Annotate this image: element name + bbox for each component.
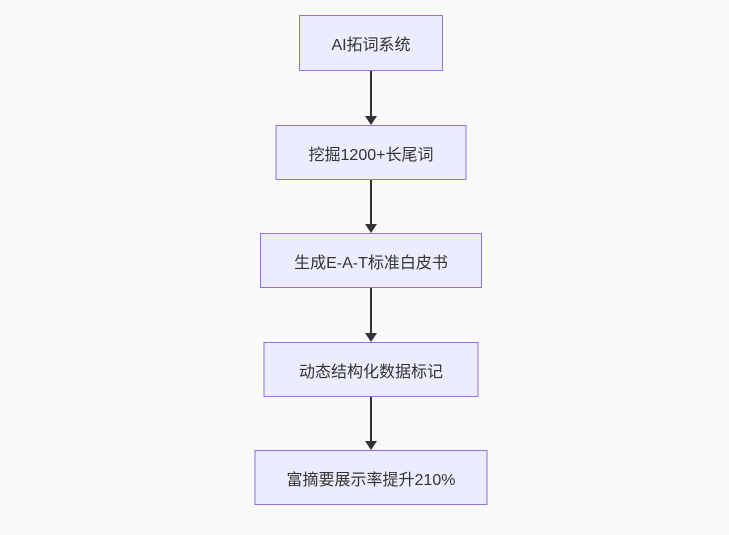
- flow-node-label: 挖掘1200+长尾词: [308, 146, 434, 164]
- flow-node-label: 生成E-A-T标准白皮书: [294, 254, 448, 272]
- flow-node-longtail-mining: 挖掘1200+长尾词: [275, 125, 467, 180]
- flow-node-label: AI拓词系统: [331, 37, 411, 54]
- edge-line-3: [370, 288, 372, 333]
- edge-line-1: [370, 71, 372, 116]
- arrowhead-down-icon: [365, 333, 377, 342]
- flow-node-eat-whitepaper: 生成E-A-T标准白皮书: [260, 233, 482, 288]
- arrowhead-down-icon: [365, 441, 377, 450]
- flow-node-rich-snippet-result: 富摘要展示率提升210%: [254, 450, 488, 505]
- edge-line-2: [370, 180, 372, 224]
- edge-line-4: [370, 397, 372, 441]
- flow-node-label: 富摘要展示率提升210%: [286, 471, 456, 489]
- flow-node-ai-keyword-system: AI拓词系统: [299, 15, 443, 71]
- arrowhead-down-icon: [365, 116, 377, 125]
- arrowhead-down-icon: [365, 224, 377, 233]
- flow-node-structured-data-markup: 动态结构化数据标记: [263, 342, 479, 397]
- flow-node-label: 动态结构化数据标记: [298, 363, 443, 381]
